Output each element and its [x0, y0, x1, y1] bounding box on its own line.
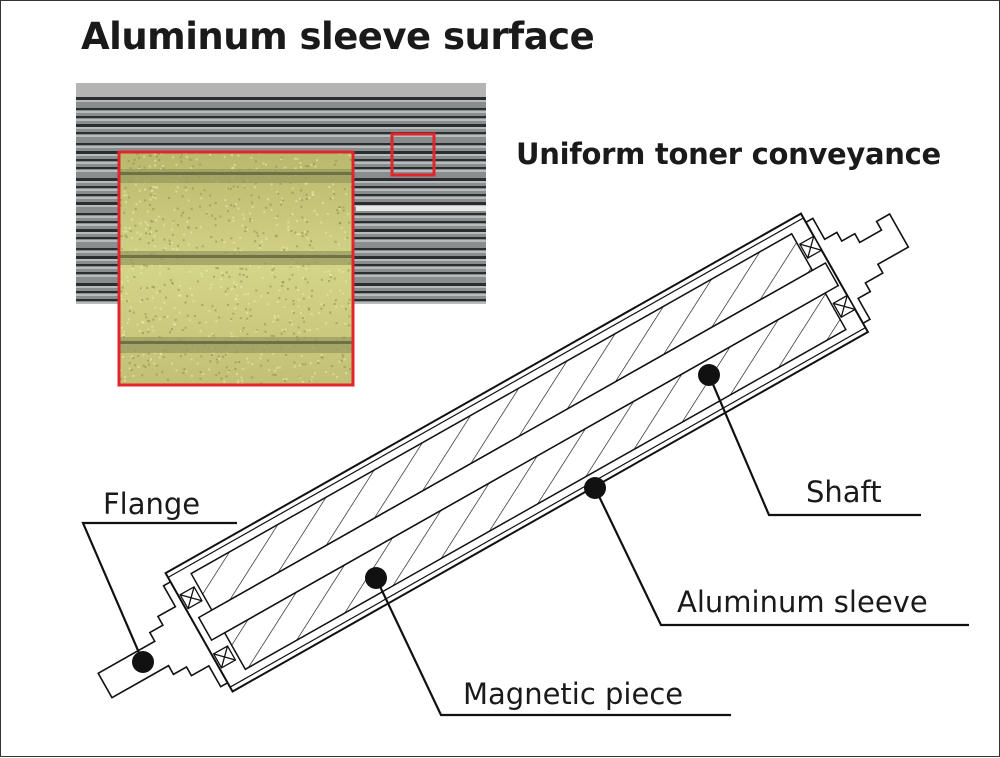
shaft-marker [698, 364, 720, 386]
magnet-leader [375, 577, 731, 717]
leader-lines [81, 374, 969, 717]
label-shaft: Shaft [806, 475, 882, 509]
flange-marker [132, 651, 154, 673]
magnify-marker [390, 132, 436, 177]
roller-cross-section [97, 212, 910, 699]
magnet-marker [365, 567, 387, 589]
caption-uniform-conveyance: Uniform toner conveyance [516, 137, 941, 171]
flange-leader [81, 521, 237, 663]
sleeve-marker [584, 477, 606, 499]
label-flange: Flange [103, 487, 201, 521]
magnified-inset [117, 150, 355, 387]
sleeve-leader [594, 487, 969, 627]
label-magnetic-piece: Magnetic piece [463, 677, 684, 711]
label-aluminum-sleeve: Aluminum sleeve [677, 585, 928, 619]
shaft-leader [707, 374, 921, 517]
page-title: Aluminum sleeve surface [81, 15, 595, 58]
